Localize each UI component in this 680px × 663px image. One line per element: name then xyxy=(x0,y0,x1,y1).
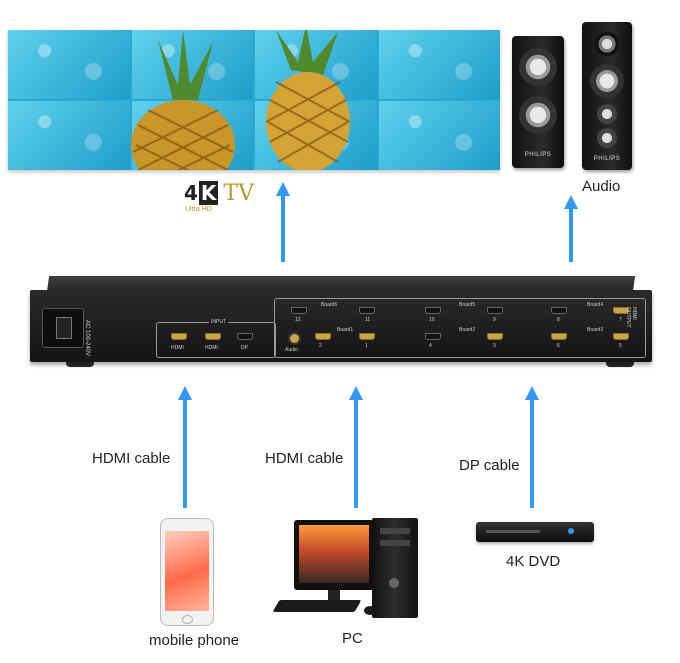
knob-icon xyxy=(597,104,617,124)
port-number: 11 xyxy=(365,317,371,323)
mobile-phone-icon xyxy=(160,518,214,626)
hdmi-cable-label: HDMI cable xyxy=(265,450,344,467)
logo-four: 4 xyxy=(184,181,198,205)
port-number: 8 xyxy=(557,317,560,323)
port-number: 9 xyxy=(493,317,496,323)
port-number: 7 xyxy=(619,317,622,323)
phone-screen xyxy=(165,531,209,611)
hdmi-port xyxy=(359,333,375,340)
pc-tower-icon xyxy=(372,518,418,618)
wall-tile xyxy=(8,30,130,99)
input-panel: INPUT HDMI HDMI DP xyxy=(156,319,276,358)
hdmi-port xyxy=(291,307,307,314)
dvd-label: 4K DVD xyxy=(506,553,561,570)
port-number: 2 xyxy=(319,343,322,349)
hdmi-cable-label: HDMI cable xyxy=(92,450,171,467)
port-number: 1 xyxy=(365,343,368,349)
speaker-left: PHILIPS xyxy=(512,36,564,168)
hdmi-port xyxy=(551,307,567,314)
keyboard-icon xyxy=(272,600,362,612)
speaker-right: PHILIPS xyxy=(582,22,632,170)
phone-label: mobile phone xyxy=(149,632,240,649)
hdmi-port xyxy=(551,333,567,340)
wall-tile xyxy=(378,101,500,170)
woofer-icon xyxy=(519,48,557,86)
board-label: Board5 xyxy=(459,302,476,308)
board-label: Board3 xyxy=(587,327,604,333)
logo-k: K xyxy=(198,181,219,205)
monitor-icon xyxy=(294,520,374,590)
mouse-icon xyxy=(364,606,376,615)
input-port-label: HDMI xyxy=(171,345,184,351)
monitor-screen xyxy=(299,525,369,583)
dvd-player-icon xyxy=(476,522,594,542)
dp-cable-label: DP cable xyxy=(459,457,520,474)
wall-tile xyxy=(8,101,130,170)
hdmi-port xyxy=(487,307,503,314)
port-number: 4 xyxy=(429,343,432,349)
hdmi-port xyxy=(359,307,375,314)
speaker-brand: PHILIPS xyxy=(593,156,621,162)
port-number: 12 xyxy=(295,317,301,323)
wall-tile xyxy=(378,30,500,99)
home-button-icon xyxy=(182,615,193,624)
device-foot xyxy=(66,362,94,367)
monitor-stand xyxy=(328,590,340,600)
audio-jack-icon xyxy=(288,332,301,345)
hdmi-port xyxy=(487,333,503,340)
port-number: 10 xyxy=(429,317,435,323)
video-wall-controller: AC 100-240V INPUT HDMI HDMI DP Board6 12… xyxy=(30,290,652,362)
board-label: Board2 xyxy=(459,327,476,333)
input-port-label: HDMI xyxy=(205,345,218,351)
woofer-icon xyxy=(590,64,624,98)
tweeter-icon xyxy=(595,32,619,56)
power-socket-icon xyxy=(42,308,84,348)
hdmi-port xyxy=(425,307,441,314)
hdmi-port xyxy=(171,333,187,340)
port-number: 6 xyxy=(557,343,560,349)
board-label: Board1 xyxy=(337,327,354,333)
hdmi-port xyxy=(613,307,629,314)
hdmi-port xyxy=(315,333,331,340)
device-foot xyxy=(606,362,634,367)
hdmi-port xyxy=(205,333,221,340)
input-port-label: DP xyxy=(241,345,248,351)
board-label: Board6 xyxy=(321,302,338,308)
logo-tv: TV xyxy=(223,181,254,206)
dp-port xyxy=(237,333,253,340)
hdmi-port xyxy=(425,333,441,340)
port-number: 5 xyxy=(619,343,622,349)
knob-icon xyxy=(597,128,617,148)
port-number: 3 xyxy=(493,343,496,349)
logo-ultra-hd: Ultra HD xyxy=(185,206,212,213)
speaker-brand: PHILIPS xyxy=(524,152,552,158)
audio-label: Audio xyxy=(582,178,621,195)
woofer-icon xyxy=(519,96,557,134)
video-wall xyxy=(8,30,500,170)
audio-port-label: Audio xyxy=(285,347,298,353)
hdmi-port xyxy=(613,333,629,340)
pc-label: PC xyxy=(342,630,363,647)
board-label: Board4 xyxy=(587,302,604,308)
input-title: INPUT xyxy=(209,319,228,325)
output-panel: Board6 12 11 Board5 10 9 Board4 8 7 Boar… xyxy=(274,298,646,358)
pineapple-image xyxy=(131,30,351,170)
